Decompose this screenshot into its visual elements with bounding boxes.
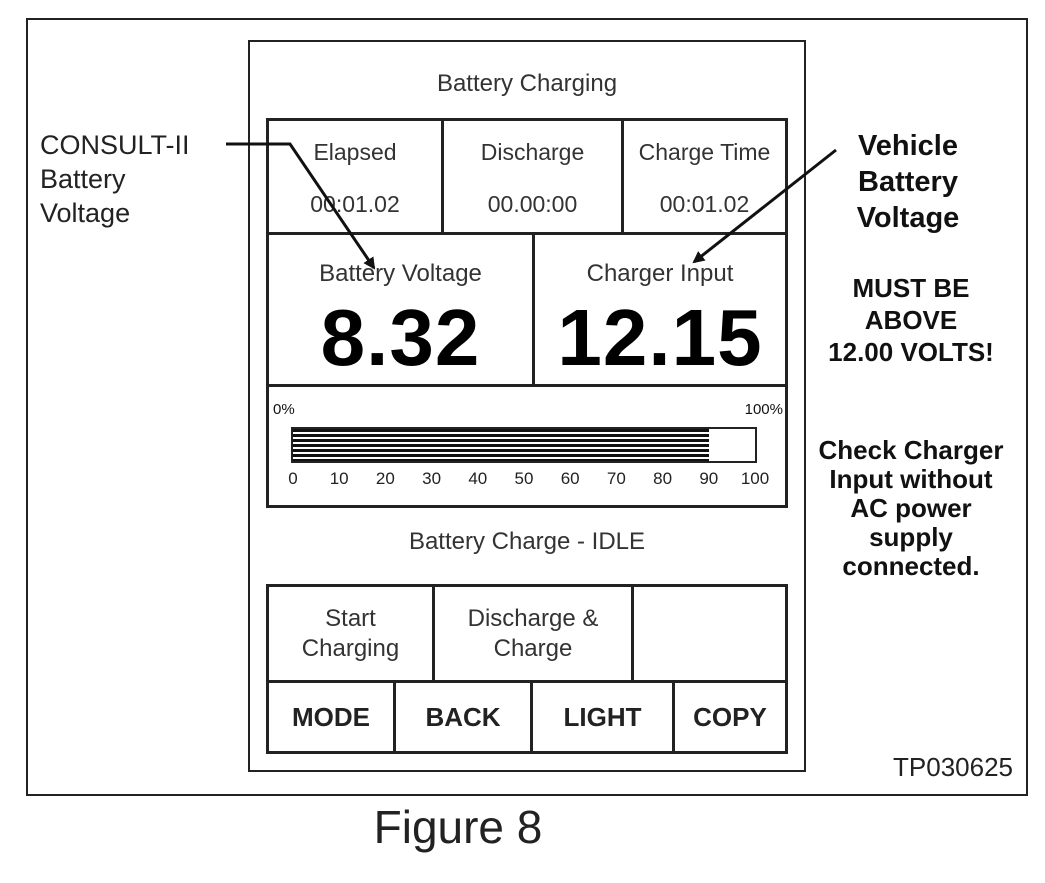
discharge-charge-button[interactable]: Discharge & Charge	[432, 587, 631, 680]
empty-soft-button[interactable]	[631, 587, 785, 680]
progress-min-label: 0%	[273, 401, 295, 418]
light-button[interactable]: LIGHT	[530, 683, 672, 751]
elapsed-cell: Elapsed 00:01.02	[269, 121, 441, 232]
charge-time-label: Charge Time	[638, 139, 771, 165]
battery-voltage-label: Battery Voltage	[319, 260, 482, 287]
progress-tick-label: 50	[514, 469, 534, 488]
hard-button-row: MODE BACK LIGHT COPY	[269, 683, 785, 751]
readout-panel: Elapsed 00:01.02 Discharge 00.00:00 Char…	[266, 118, 788, 508]
charge-time-cell: Charge Time 00:01.02	[621, 121, 785, 232]
copy-button[interactable]: COPY	[672, 683, 785, 751]
status-text: Battery Charge - IDLE	[408, 528, 646, 555]
battery-voltage-cell: Battery Voltage 8.32	[269, 232, 532, 384]
charge-progress-bar	[291, 427, 757, 463]
progress-tick-label: 80	[653, 469, 673, 488]
consult-callout: CONSULT-II Battery Voltage	[40, 130, 190, 228]
progress-tick-label: 70	[606, 469, 626, 488]
vehicle-callout: Vehicle Battery Voltage	[856, 130, 960, 234]
progress-max-label: 100%	[744, 401, 783, 418]
screen-title: Battery Charging	[436, 70, 618, 97]
button-panel: Start Charging Discharge & Charge MODE B…	[266, 584, 788, 754]
mode-button[interactable]: MODE	[292, 701, 370, 732]
charger-input-label: Charger Input	[586, 260, 734, 287]
progress-section: 0% 100% 0 10 20 30 40 50 60 70 80 90 100	[269, 387, 785, 505]
start-charging-button[interactable]: Start Charging	[301, 604, 400, 662]
charger-note: Check Charger Input without AC power sup…	[818, 435, 1004, 581]
elapsed-label: Elapsed	[313, 139, 397, 165]
figure-frame	[26, 18, 1028, 796]
progress-tick-label: 100	[740, 469, 770, 488]
progress-tick-label: 0	[288, 469, 298, 488]
charge-progress-fill	[293, 429, 709, 461]
progress-tick-label: 60	[560, 469, 580, 488]
discharge-value: 00.00:00	[487, 191, 578, 217]
progress-tick-label: 40	[468, 469, 488, 488]
voltage-row: Battery Voltage 8.32 Charger Input 12.15	[269, 232, 785, 387]
elapsed-value: 00:01.02	[310, 191, 400, 217]
progress-tick-label: 90	[699, 469, 719, 488]
reference-code: TP030625	[893, 752, 1013, 782]
timer-row: Elapsed 00:01.02 Discharge 00.00:00 Char…	[269, 121, 785, 235]
charger-input-cell: Charger Input 12.15	[532, 232, 785, 384]
progress-scale: 0 10 20 30 40 50 60 70 80 90 100	[288, 469, 769, 491]
discharge-label: Discharge	[480, 139, 585, 165]
charger-screen: Battery Charging Elapsed 00:01.02 Discha…	[248, 40, 806, 772]
soft-button-row: Start Charging Discharge & Charge	[269, 587, 785, 683]
back-button[interactable]: BACK	[393, 683, 530, 751]
charger-input-value: 12.15	[557, 293, 763, 382]
figure-caption: Figure 8	[373, 801, 543, 853]
discharge-cell: Discharge 00.00:00	[441, 121, 621, 232]
progress-tick-label: 30	[422, 469, 442, 488]
progress-tick-label: 10	[329, 469, 349, 488]
charge-time-value: 00:01.02	[659, 191, 750, 217]
battery-voltage-value: 8.32	[320, 293, 481, 382]
voltage-warning: MUST BE ABOVE 12.00 VOLTS!	[828, 273, 994, 367]
progress-tick-label: 20	[375, 469, 395, 488]
